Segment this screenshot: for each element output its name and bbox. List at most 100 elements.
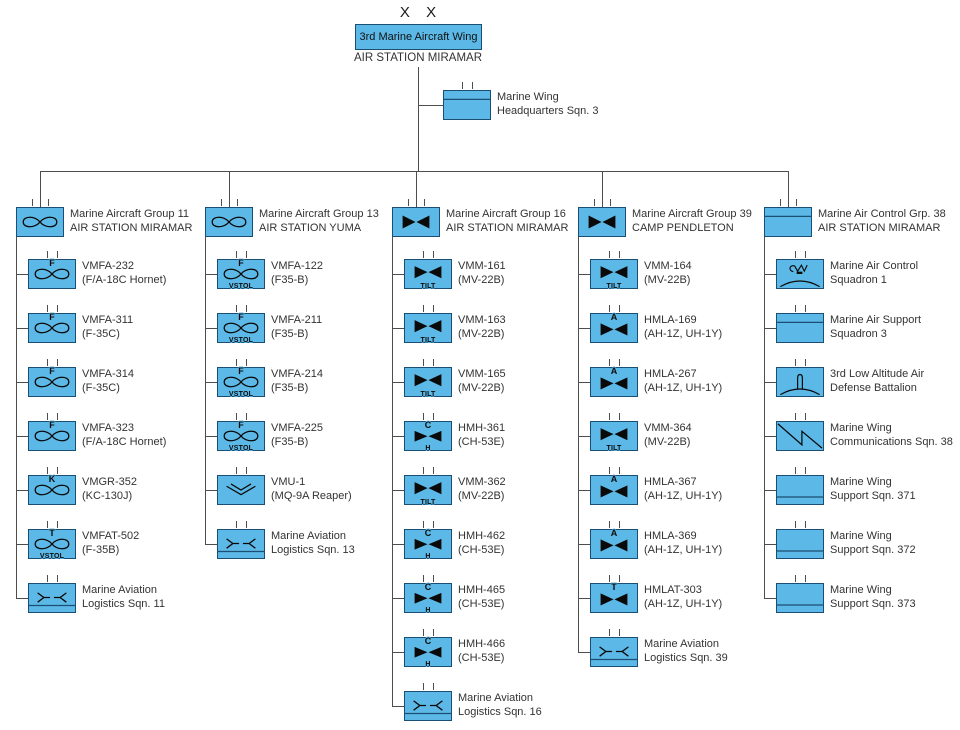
unit-name: HMH-361 bbox=[458, 422, 506, 434]
unit-name: VMM-362 bbox=[458, 476, 506, 488]
echelon-tick bbox=[795, 521, 796, 528]
connector-line bbox=[578, 490, 590, 491]
symbol-letter-top: T bbox=[49, 528, 55, 538]
maintenance-icon bbox=[218, 538, 264, 553]
echelon-tick bbox=[795, 305, 796, 312]
unit-label: VMFA-311(F-35C) bbox=[82, 314, 133, 341]
unit-name: VMFA-232 bbox=[82, 260, 134, 272]
tiltrotor-icon bbox=[414, 430, 442, 442]
unit-name: Marine Wing bbox=[830, 530, 892, 542]
echelon-tick bbox=[236, 359, 237, 366]
unit-name: HMLA-169 bbox=[644, 314, 697, 326]
unit-label: VMFAT-502(F-35B) bbox=[82, 530, 139, 557]
tiltrotor-icon bbox=[414, 592, 442, 604]
unit-type: (CH-53E) bbox=[458, 651, 505, 664]
echelon-tick bbox=[423, 629, 424, 636]
fixed-wing-icon bbox=[34, 268, 70, 280]
unit-box: A bbox=[590, 312, 638, 343]
unit-type: Support Sqn. 371 bbox=[830, 489, 916, 502]
connector-line bbox=[764, 544, 776, 545]
group-box bbox=[392, 207, 440, 237]
unit-name: VMU-1 bbox=[271, 476, 306, 488]
unit-name: HMLA-267 bbox=[644, 368, 697, 380]
connector-line bbox=[764, 237, 765, 598]
echelon-tick bbox=[57, 467, 58, 474]
symbol-letter-bottom: VSTOL bbox=[228, 336, 254, 344]
connector-line bbox=[764, 598, 776, 599]
fixed-wing-icon bbox=[34, 484, 70, 496]
symbol-letter-top: K bbox=[48, 474, 56, 484]
tiltrotor-icon bbox=[402, 215, 430, 229]
symbol-letter-bottom: H bbox=[425, 606, 431, 614]
unit-name: HMLAT-303 bbox=[644, 584, 702, 596]
echelon-tick bbox=[796, 199, 797, 206]
unit-name: Marine Aviation bbox=[82, 584, 158, 596]
unit-label: VMFA-225(F35-B) bbox=[271, 422, 323, 449]
connector-line bbox=[16, 490, 28, 491]
maintenance-icon bbox=[29, 592, 75, 607]
echelon-tick bbox=[423, 575, 424, 582]
unit-type: (MV-22B) bbox=[644, 273, 691, 286]
wing-location: AIR STATION MIRAMAR bbox=[354, 52, 482, 64]
echelon-tick bbox=[47, 575, 48, 582]
group-box bbox=[578, 207, 626, 237]
connector-line bbox=[229, 171, 230, 207]
unit-box bbox=[28, 583, 76, 613]
symbol-letter-top: F bbox=[238, 312, 244, 322]
unit-name: Marine Aviation bbox=[644, 638, 720, 650]
unit-label: VMM-165(MV-22B) bbox=[458, 368, 506, 395]
connector-line bbox=[392, 706, 404, 707]
fixed-wing-icon bbox=[223, 376, 259, 388]
unit-type: Communications Sqn. 38 bbox=[830, 435, 953, 448]
uav-icon bbox=[226, 483, 256, 496]
tiltrotor-icon bbox=[600, 428, 628, 441]
unit-name: VMM-164 bbox=[644, 260, 692, 272]
connector-line bbox=[16, 598, 28, 599]
symbol-letter-top: T bbox=[611, 582, 617, 592]
echelon-tick bbox=[433, 575, 434, 582]
unit-name: Marine Air Support bbox=[830, 314, 922, 326]
wing-title: 3rd Marine Aircraft Wing bbox=[359, 31, 478, 43]
echelon-tick bbox=[609, 467, 610, 474]
connector-line bbox=[578, 598, 590, 599]
unit-label: VMFA-232(F/A-18C Hornet) bbox=[82, 260, 166, 287]
echelon-tick bbox=[619, 575, 620, 582]
echelon-tick bbox=[47, 467, 48, 474]
connector-line bbox=[416, 171, 417, 207]
connector-line bbox=[788, 171, 789, 207]
unit-label: VMFA-211(F35-B) bbox=[271, 314, 322, 341]
unit-type: (F-35C) bbox=[82, 381, 120, 394]
tiltrotor-icon bbox=[600, 485, 628, 498]
connector-line bbox=[392, 274, 404, 275]
symbol-letter-top: F bbox=[49, 420, 55, 430]
support-band-icon bbox=[777, 496, 823, 498]
unit-label: HMLAT-303(AH-1Z, UH-1Y) bbox=[644, 584, 722, 611]
echelon-tick bbox=[805, 413, 806, 420]
headquarters-band-icon bbox=[765, 215, 811, 218]
unit-type: (KC-130J) bbox=[82, 489, 133, 502]
connector-line bbox=[764, 382, 776, 383]
echelon-tick bbox=[610, 199, 611, 206]
group-name: Marine Air Control Grp. 38 bbox=[818, 208, 946, 220]
connector-line bbox=[205, 328, 217, 329]
connector-line bbox=[764, 490, 776, 491]
echelon-tick bbox=[433, 359, 434, 366]
unit-label: VMFA-214(F35-B) bbox=[271, 368, 323, 395]
symbol-letter-top: C bbox=[424, 582, 432, 592]
echelon-tick bbox=[246, 521, 247, 528]
connector-line bbox=[392, 490, 404, 491]
unit-box: TILT bbox=[590, 259, 638, 290]
echelon-tick bbox=[246, 467, 247, 474]
